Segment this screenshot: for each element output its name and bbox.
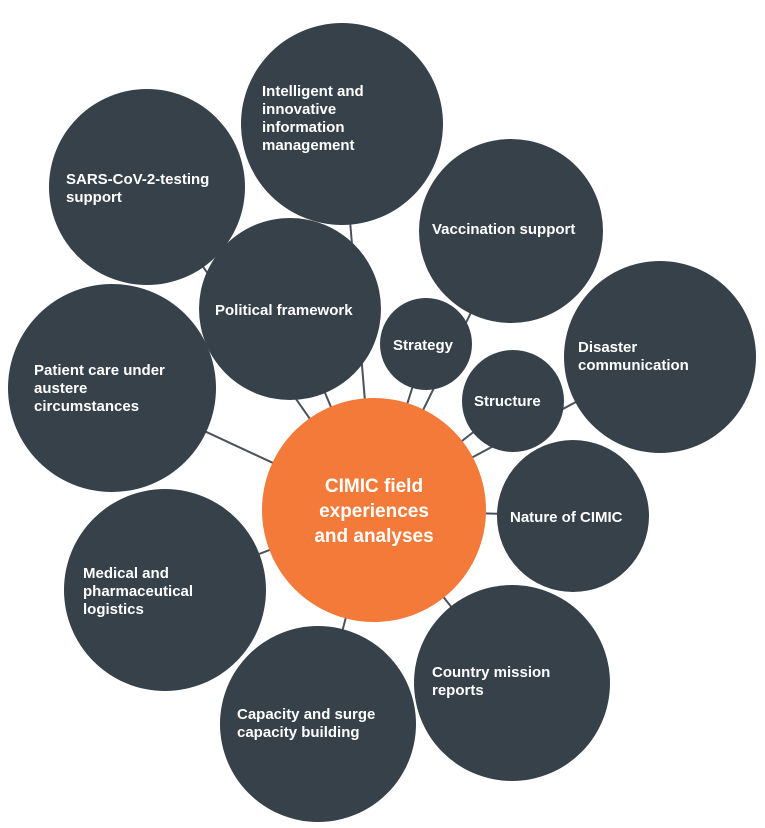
bubble-label-line: Structure [474,393,541,410]
bubble-label-political-framework: Political framework [215,302,353,319]
bubble-label-line: management [262,137,355,154]
bubble-label-line: capacity building [237,724,360,741]
bubble-label-line: communication [578,357,689,374]
bubble-circle-disaster-communication [564,261,756,453]
bubble-circle-vaccination-support [419,139,603,323]
bubble-strategy: Strategy [380,298,472,390]
bubble-label-line: austere [34,380,87,397]
bubble-label-line: reports [432,682,484,699]
bubble-circle-strategy [380,298,472,390]
bubble-label-line: Capacity and surge [237,706,375,723]
bubble-label-line: Vaccination support [432,221,575,238]
bubble-label-line: SARS-CoV-2-testing [66,171,209,188]
bubble-label-structure: Structure [474,393,541,410]
bubble-circle-intelligent-info-mgmt [241,23,443,225]
bubble-circle-political-framework [199,218,381,400]
bubble-label-line: Patient care under [34,362,165,379]
bubble-label-line: Strategy [393,337,454,354]
bubble-label-line: innovative [262,101,336,118]
bubble-label-line: pharmaceutical [83,583,193,600]
bubble-label-line: Medical and [83,565,169,582]
center-label-line: CIMIC field [325,476,423,497]
bubble-circle-medical-logistics [64,489,266,691]
bubble-circle-nature-of-cimic [497,440,649,592]
bubble-circle-sars-cov-2-testing [49,89,245,285]
bubble-label-vaccination-support: Vaccination support [432,221,575,238]
bubble-label-line: information [262,119,345,136]
bubble-circle-capacity-building [220,626,416,822]
bubble-circle-structure [462,350,564,452]
bubble-vaccination-support: Vaccination support [419,139,603,323]
bubble-circle-patient-care [8,284,216,492]
bubble-label-line: Nature of CIMIC [510,509,623,526]
bubble-label-line: support [66,189,122,206]
bubble-nature-of-cimic: Nature of CIMIC [497,440,649,592]
bubble-label-line: circumstances [34,398,139,415]
bubble-political-framework: Political framework [199,218,381,400]
bubble-label-line: Intelligent and [262,83,364,100]
bubble-structure: Structure [462,350,564,452]
bubble-label-line: Disaster [578,339,637,356]
center-label: CIMIC field experiences and analyses [314,476,433,547]
bubble-circle-country-mission-reports [414,585,610,781]
center-label-line: experiences [319,501,429,522]
bubble-label-strategy: Strategy [393,337,454,354]
bubble-label-nature-of-cimic: Nature of CIMIC [510,509,623,526]
bubble-label-line: logistics [83,601,144,618]
bubble-label-line: Political framework [215,302,353,319]
center-label-line: and analyses [314,526,433,547]
center-bubble: CIMIC field experiences and analyses [262,398,486,622]
bubble-label-line: Country mission [432,664,550,681]
center-circle [262,398,486,622]
